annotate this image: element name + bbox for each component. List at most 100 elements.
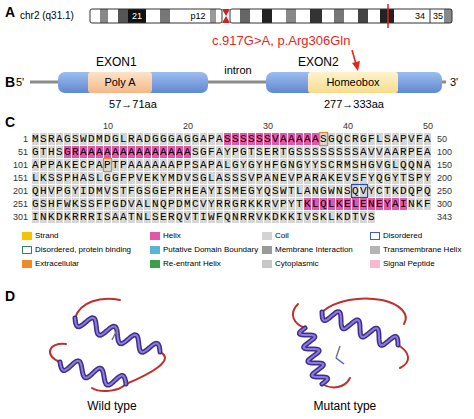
chromosome-band [334, 9, 344, 23]
chromosome-name: chr2 (q31.1) [20, 9, 74, 22]
position-number: 100 [437, 146, 452, 158]
chromosome-band [118, 9, 128, 23]
position-number: 301 [13, 211, 28, 223]
aa-range: 57→71aa [109, 97, 157, 111]
position-number: 250 [437, 185, 452, 197]
exon-box: EXON1Poly A [58, 72, 208, 93]
coil-strand [398, 345, 408, 368]
coil-strand [126, 352, 165, 384]
band-label: 21 [132, 10, 142, 22]
side-chain [112, 328, 118, 340]
legend-swatch [22, 232, 32, 240]
position-number: 251 [13, 198, 28, 210]
band-label: p12 [191, 10, 206, 22]
legend-swatch [22, 246, 32, 254]
chromosome-band [230, 9, 240, 23]
chromosome-band [444, 9, 452, 23]
mutation-arrow [352, 50, 356, 64]
panel-letter: D [5, 288, 15, 305]
chromosome-band [170, 9, 186, 23]
position-number: 1 [23, 133, 28, 145]
chromosome-band [90, 9, 100, 23]
chromosome-outline [230, 9, 452, 23]
band-label: 35 [433, 10, 443, 22]
position-number: 50 [437, 133, 447, 145]
sequence-row: QHVPGYIDMVSTFGSGEPRHEAYISMEGYQSWTLANGWNS… [32, 185, 432, 197]
position-number: 151 [13, 172, 28, 184]
chromosome-band [344, 9, 358, 23]
strand-end: 5' [16, 75, 24, 89]
panel-letter: A [5, 4, 15, 21]
chromosome-band [100, 9, 108, 23]
legend-label: Disordered, protein binding [35, 245, 131, 255]
position-number: 101 [13, 159, 28, 171]
strand-end: 3' [450, 75, 458, 89]
legend-label: Membrane Interaction [275, 245, 353, 255]
chromosome-band [216, 9, 222, 23]
legend-label: Coil [275, 231, 289, 241]
locus-marker [387, 4, 389, 28]
helix-ribbon [75, 318, 160, 352]
legend-swatch [370, 246, 380, 254]
ruler-number: 40 [343, 121, 353, 132]
chromosome-band [296, 9, 310, 23]
position-number: 343 [437, 211, 452, 223]
exon-heading: EXON2 [298, 55, 339, 69]
legend-swatch [262, 260, 272, 268]
helix-highlight [299, 328, 327, 384]
arrow-head [352, 61, 360, 71]
legend-swatch [262, 246, 272, 254]
legend-swatch [370, 232, 380, 240]
legend-label: Putative Domain Boundary [163, 245, 258, 255]
helix-highlight [60, 361, 126, 385]
chromosome-band [250, 9, 262, 23]
ruler-number: 50 [423, 121, 433, 132]
band-label: 34 [415, 10, 425, 22]
helix-ribbon [60, 361, 126, 385]
coil-strand [75, 299, 120, 318]
helix-ribbon [322, 312, 398, 346]
intron-label: intron [224, 63, 252, 77]
side-chain [336, 346, 340, 358]
chromosome-band [322, 9, 334, 23]
chromosome-band [380, 9, 394, 23]
chromosome-band [128, 9, 146, 23]
legend-swatch [150, 246, 160, 254]
position-number: 150 [437, 159, 452, 171]
exon-box: EXON2Homeobox [266, 72, 442, 93]
coil-strand [293, 304, 305, 328]
chromosome-band [431, 9, 444, 23]
position-number: 200 [437, 172, 452, 184]
domain-box: Poly A [88, 72, 152, 93]
legend-swatch [262, 232, 272, 240]
chromosome-band [186, 9, 210, 23]
box-label: Poly A [104, 72, 135, 93]
legend-label: Cytoplasmic [275, 259, 319, 269]
legend-label: Helix [163, 231, 181, 241]
position-number: 201 [13, 185, 28, 197]
sequence-row: INKDKRRRISAATNLSERQVTIWFQNRRVKDKKIVSKLKD… [32, 211, 376, 223]
legend-label: Re-entrant Helix [163, 259, 221, 269]
chromosome-band [394, 9, 410, 23]
chromosome-band [160, 9, 170, 23]
centromere [222, 16, 230, 23]
legend-label: Signal Peptide [383, 259, 435, 269]
domain-box: Homeobox [308, 72, 398, 93]
centromere [222, 9, 230, 16]
sequence-row: GSHFWKSSFPGDVALNQPDMCVYRRGRKKRVPYTKLQLKE… [32, 198, 432, 210]
chromosome-band [240, 9, 250, 23]
sequence-row: MSRAGSWDMDGLRADGGGAGGAPASSSSSSVAAAAASGQC… [32, 133, 432, 145]
chromosome-band [272, 9, 286, 23]
side-chain [336, 358, 344, 364]
chromosome-band [429, 9, 431, 23]
chromosome-band [368, 9, 380, 23]
position-number: 51 [18, 146, 28, 158]
figure-caption: Mutant type [314, 399, 377, 414]
legend-swatch [22, 260, 32, 268]
mutation-label: c.917G>A, p.Arg306Gln [212, 33, 350, 49]
chromosome-band [146, 9, 160, 23]
chromosome-band [410, 9, 429, 23]
chromosome-band [262, 9, 272, 23]
chromosome-band [108, 9, 118, 23]
